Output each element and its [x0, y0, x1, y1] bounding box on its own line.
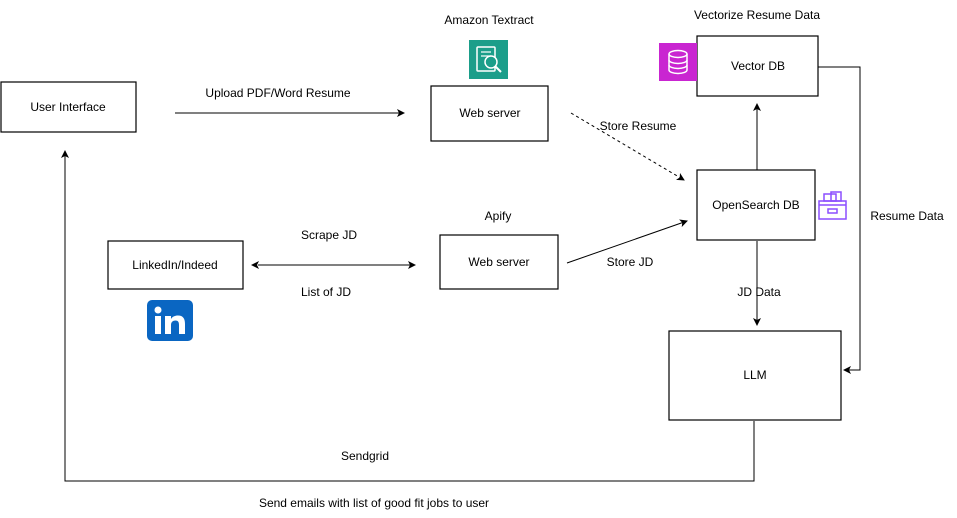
node-linkedin-indeed: LinkedIn/Indeed: [107, 240, 244, 290]
list-of-jd-label: List of JD: [301, 285, 351, 299]
node-vector-db: Vector DB: [696, 35, 819, 97]
node-web-server-textract-label: Web server: [459, 106, 520, 120]
store-jd-label: Store JD: [607, 255, 654, 269]
edge-sendgrid: [61, 150, 755, 482]
edge-store-jd: [566, 219, 688, 264]
node-user-interface-label: User Interface: [30, 100, 106, 114]
archive-box-icon: [818, 191, 847, 220]
send-emails-label: Send emails with list of good fit jobs t…: [259, 496, 489, 510]
scrape-jd-label: Scrape JD: [301, 228, 357, 242]
jd-data-label: JD Data: [737, 285, 781, 299]
resume-data-label: Resume Data: [870, 209, 944, 223]
edge-resume-data: [818, 66, 861, 374]
node-web-server-apify-label: Web server: [468, 255, 529, 269]
sendgrid-label: Sendgrid: [341, 449, 389, 463]
node-web-server-textract: Web server: [430, 85, 549, 142]
store-resume-label: Store Resume: [600, 119, 677, 133]
node-vector-db-label: Vector DB: [731, 59, 785, 73]
vectorize-resume-data-label: Vectorize Resume Data: [694, 8, 820, 22]
node-user-interface: User Interface: [0, 81, 137, 133]
node-opensearch-db-label: OpenSearch DB: [712, 198, 799, 212]
linkedin-icon: [147, 300, 193, 341]
node-opensearch-db: OpenSearch DB: [696, 169, 816, 241]
amazon-textract-label: Amazon Textract: [444, 13, 534, 27]
apify-label: Apify: [485, 209, 512, 223]
node-linkedin-indeed-label: LinkedIn/Indeed: [132, 258, 217, 272]
node-llm-label: LLM: [743, 368, 766, 382]
upload-resume-label: Upload PDF/Word Resume: [205, 86, 350, 100]
database-icon: [659, 43, 697, 81]
amazon-textract-icon: [469, 40, 508, 79]
edge-store-resume: [570, 112, 685, 181]
node-llm: LLM: [668, 330, 842, 421]
node-web-server-apify: Web server: [439, 234, 559, 290]
